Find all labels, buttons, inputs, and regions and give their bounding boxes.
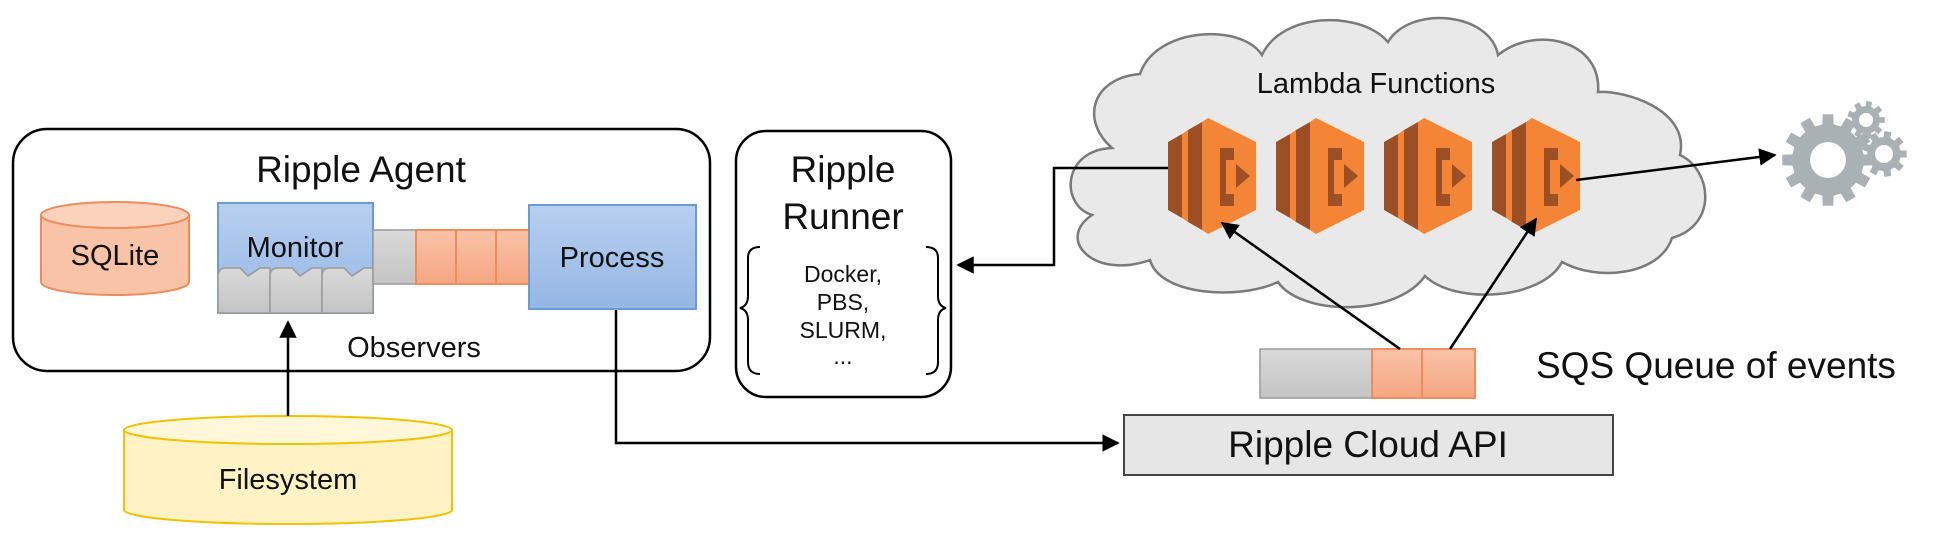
gears-icon — [1782, 101, 1907, 206]
observer-1 — [217, 267, 271, 314]
ripple-agent-title: Ripple Agent — [256, 149, 467, 190]
scheduler-docker: Docker, — [804, 261, 882, 287]
left-brace — [739, 246, 761, 375]
ripple-cloud-api-label: Ripple Cloud API — [1228, 424, 1508, 465]
scheduler-more: ... — [833, 343, 852, 369]
arrow-lambda-to-gears — [1575, 148, 1777, 182]
process-box: Process — [528, 204, 697, 310]
runner-title-line2: Runner — [782, 196, 903, 237]
runner-title-line1: Ripple — [791, 149, 896, 190]
arrow-process-to-api — [614, 310, 1120, 452]
ripple-cloud-api-box: Ripple Cloud API — [1123, 414, 1614, 476]
filesystem-database: Filesystem — [123, 415, 453, 525]
lambda-function-icon — [1168, 118, 1256, 234]
observer-2 — [269, 267, 323, 314]
arrow-sqs-to-lambda-1 — [1220, 221, 1401, 351]
observers-group: Observers — [217, 267, 481, 364]
scheduler-pbs: PBS, — [817, 289, 869, 315]
arrow-sqs-to-lambda-4 — [1448, 217, 1538, 350]
ripple-runner-box: Ripple Runner Docker, PBS, SLURM, ... — [734, 129, 953, 399]
lambda-function-icon — [1384, 118, 1472, 234]
sqlite-label: SQLite — [71, 240, 160, 272]
observers-label: Observers — [347, 332, 481, 364]
lambda-function-icon — [1492, 118, 1580, 234]
lambda-function-icon — [1276, 118, 1364, 234]
observer-3 — [321, 267, 374, 314]
sqs-label: SQS Queue of events — [1536, 345, 1896, 386]
lambda-functions-label: Lambda Functions — [1257, 68, 1496, 100]
sqlite-database: SQLite — [40, 201, 190, 296]
sqs-queue: SQS Queue of events — [1259, 345, 1896, 399]
filesystem-label: Filesystem — [219, 464, 358, 496]
process-label: Process — [560, 242, 665, 274]
local-event-queue — [372, 229, 530, 285]
lambda-icons — [1168, 118, 1580, 234]
monitor-label: Monitor — [247, 232, 344, 264]
scheduler-slurm: SLURM, — [800, 317, 887, 343]
right-brace — [925, 246, 947, 375]
arrow-lambda-to-runner — [956, 166, 1168, 274]
